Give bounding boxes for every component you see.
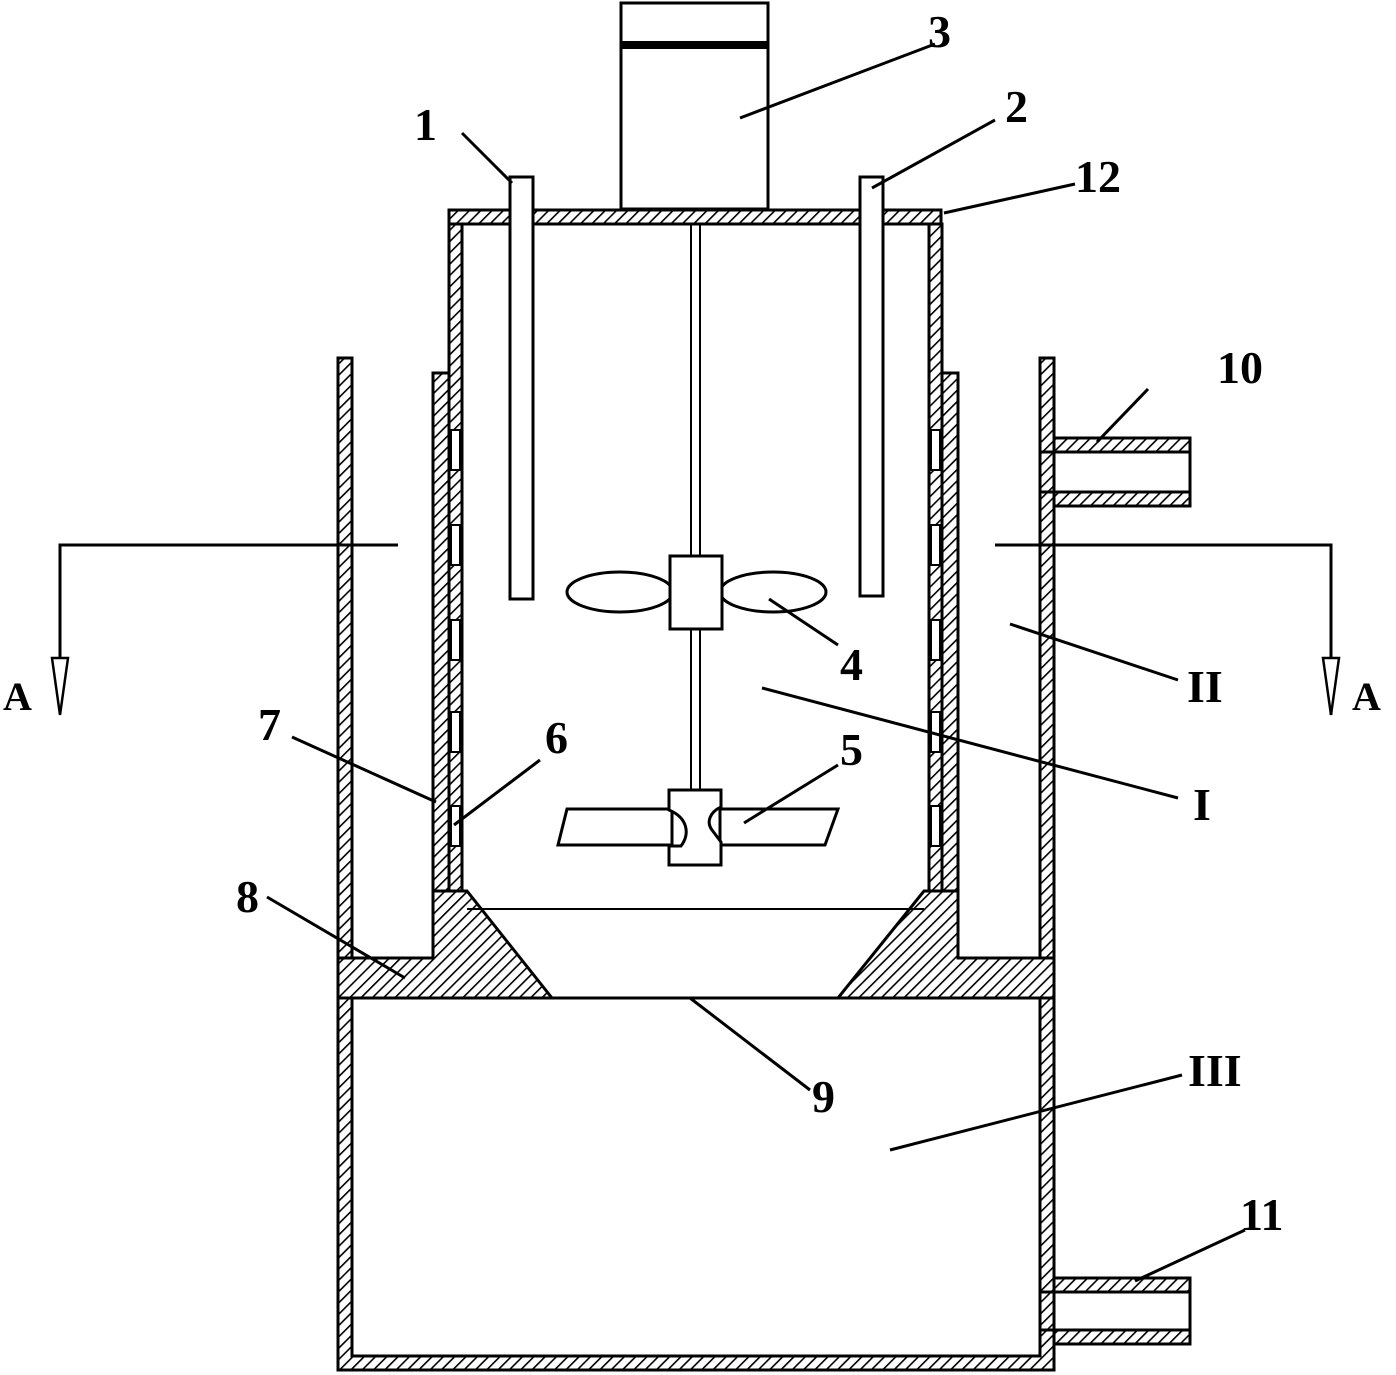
section-label-left: A	[3, 674, 32, 719]
label-9: 9	[812, 1071, 835, 1122]
zone-label-3: III	[1188, 1045, 1242, 1096]
section-label-right: A	[1352, 674, 1381, 719]
lid	[447, 208, 943, 226]
label-6: 6	[545, 712, 568, 763]
label-11: 11	[1240, 1189, 1283, 1240]
label-4: 4	[840, 639, 863, 690]
label-10: 10	[1217, 342, 1263, 393]
leader-lines	[266, 42, 1246, 1283]
inlet-pipe-2	[858, 175, 885, 598]
section-line-right	[995, 543, 1341, 716]
upper-outlet-pipe	[1040, 436, 1192, 508]
base-ring	[336, 889, 1056, 1000]
lower-outlet-pipe	[1040, 1276, 1192, 1346]
zone-label-1: I	[1193, 779, 1211, 830]
turbine-impeller	[556, 788, 841, 867]
stirrer-shaft	[690, 224, 701, 790]
label-5: 5	[840, 724, 863, 775]
zone-label-2: II	[1187, 661, 1223, 712]
labels: 1 2 3 4 5 6 7 8 9 10 11 12 I II III A A	[3, 6, 1381, 1240]
label-3: 3	[928, 6, 951, 57]
outer-vessel-wall	[336, 356, 1056, 960]
label-1: 1	[414, 99, 437, 150]
motor-housing	[619, 1, 770, 211]
section-line-left	[50, 543, 398, 716]
label-12: 12	[1075, 151, 1121, 202]
label-7: 7	[258, 699, 281, 750]
propeller-impeller	[565, 554, 828, 631]
inlet-pipe-1	[508, 175, 535, 601]
label-2: 2	[1005, 81, 1028, 132]
label-8: 8	[236, 871, 259, 922]
lower-tank-wall	[336, 996, 1056, 1372]
